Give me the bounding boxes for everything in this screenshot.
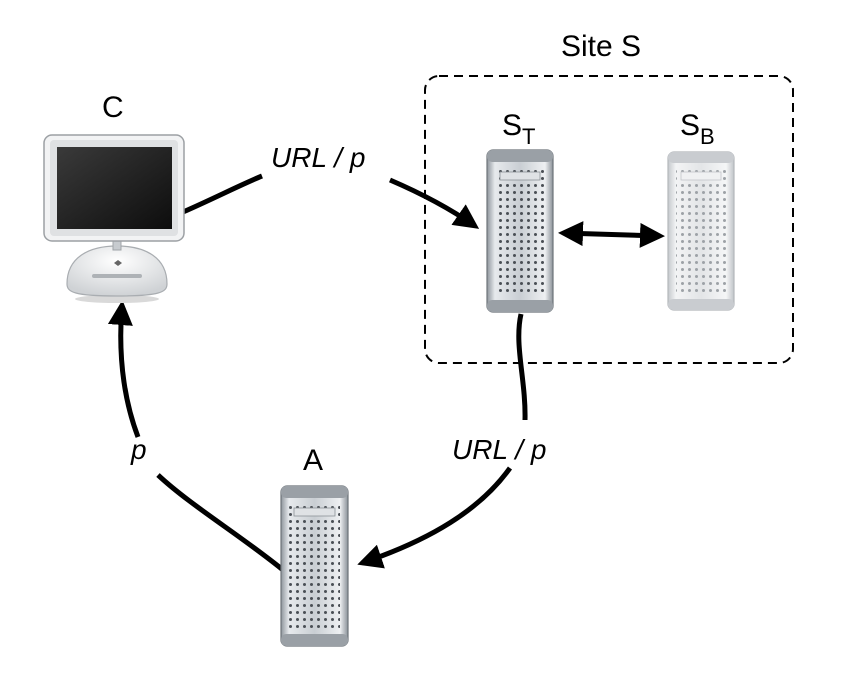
- imac-computer-icon: [43, 134, 185, 303]
- tower-server-icon: [280, 485, 349, 647]
- server-top-label: ST: [502, 109, 535, 150]
- edge-label-st-to-agent: URL / p: [452, 434, 547, 465]
- edge-label-agent-to-client: p: [131, 434, 147, 465]
- edge-st-to-agent: [516, 313, 528, 421]
- server-back-label: SB: [680, 109, 715, 150]
- edge-agent-to-client: [156, 473, 285, 572]
- tower-server-icon: [667, 151, 735, 311]
- tower-server-icon: [486, 149, 554, 313]
- site-boundary: [424, 75, 794, 364]
- server-top-label-subscript: T: [522, 124, 536, 149]
- agent-label: A: [303, 444, 324, 477]
- edge-st-to-agent-arrow: [357, 466, 513, 569]
- server-top-label-main: S: [502, 109, 523, 142]
- edge-label-client-to-st: URL / p: [271, 142, 366, 173]
- server-back-label-subscript: B: [700, 124, 715, 149]
- client-label: C: [102, 91, 124, 124]
- site-label: Site S: [561, 30, 642, 63]
- server-back-label-main: S: [680, 109, 701, 142]
- edge-agent-to-client-arrow: [107, 300, 141, 438]
- edge-st-sb: [558, 221, 665, 248]
- edge-client-to-st: [181, 173, 263, 215]
- edge-client-to-st-arrow: [389, 177, 480, 229]
